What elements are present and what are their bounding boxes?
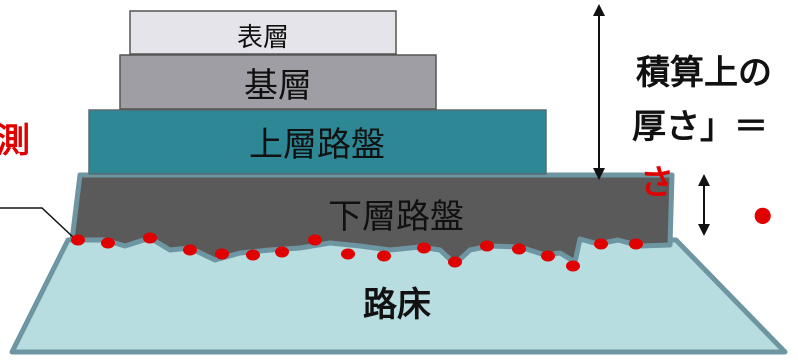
total-thickness-arrow bbox=[593, 4, 605, 180]
measurement-point bbox=[377, 250, 391, 262]
measurement-point bbox=[71, 234, 85, 246]
right-note-line-1: 積算上の bbox=[636, 53, 772, 93]
measurement-point bbox=[480, 240, 494, 252]
measurement-point bbox=[183, 244, 197, 256]
upper-subbase-label: 上層路盤 bbox=[249, 125, 385, 165]
surface-layer bbox=[129, 10, 397, 55]
right-note-line-2: 厚さ」＝ bbox=[632, 107, 768, 147]
base-layer bbox=[119, 54, 437, 110]
measurement-point bbox=[541, 250, 555, 262]
lower-subbase-thickness-arrow bbox=[698, 174, 710, 236]
measurement-points bbox=[71, 232, 643, 272]
lower-subbase-label: 下層路盤 bbox=[328, 197, 464, 237]
measurement-point bbox=[594, 238, 608, 250]
measurement-point bbox=[275, 246, 289, 258]
left-red-note-fragment: 測 bbox=[0, 121, 30, 161]
measurement-point bbox=[101, 237, 115, 249]
leader-line bbox=[0, 207, 75, 239]
measurement-point bbox=[566, 260, 580, 272]
measurement-point bbox=[448, 256, 462, 268]
measurement-point bbox=[417, 242, 431, 254]
measurement-point bbox=[629, 238, 643, 250]
upper-subbase-layer bbox=[88, 109, 547, 175]
measurement-point bbox=[215, 248, 229, 260]
subgrade-label: 路床 bbox=[363, 285, 431, 325]
red-bullet: • bbox=[748, 190, 777, 244]
measurement-point bbox=[308, 234, 322, 246]
right-red-note-fragment: さ bbox=[640, 163, 674, 203]
measurement-point bbox=[143, 232, 157, 244]
measurement-point bbox=[246, 249, 260, 261]
measurement-point bbox=[512, 243, 526, 255]
measurement-point bbox=[341, 248, 355, 260]
base-layer-label: 基層 bbox=[244, 66, 312, 106]
surface-layer-label: 表層 bbox=[237, 23, 289, 53]
